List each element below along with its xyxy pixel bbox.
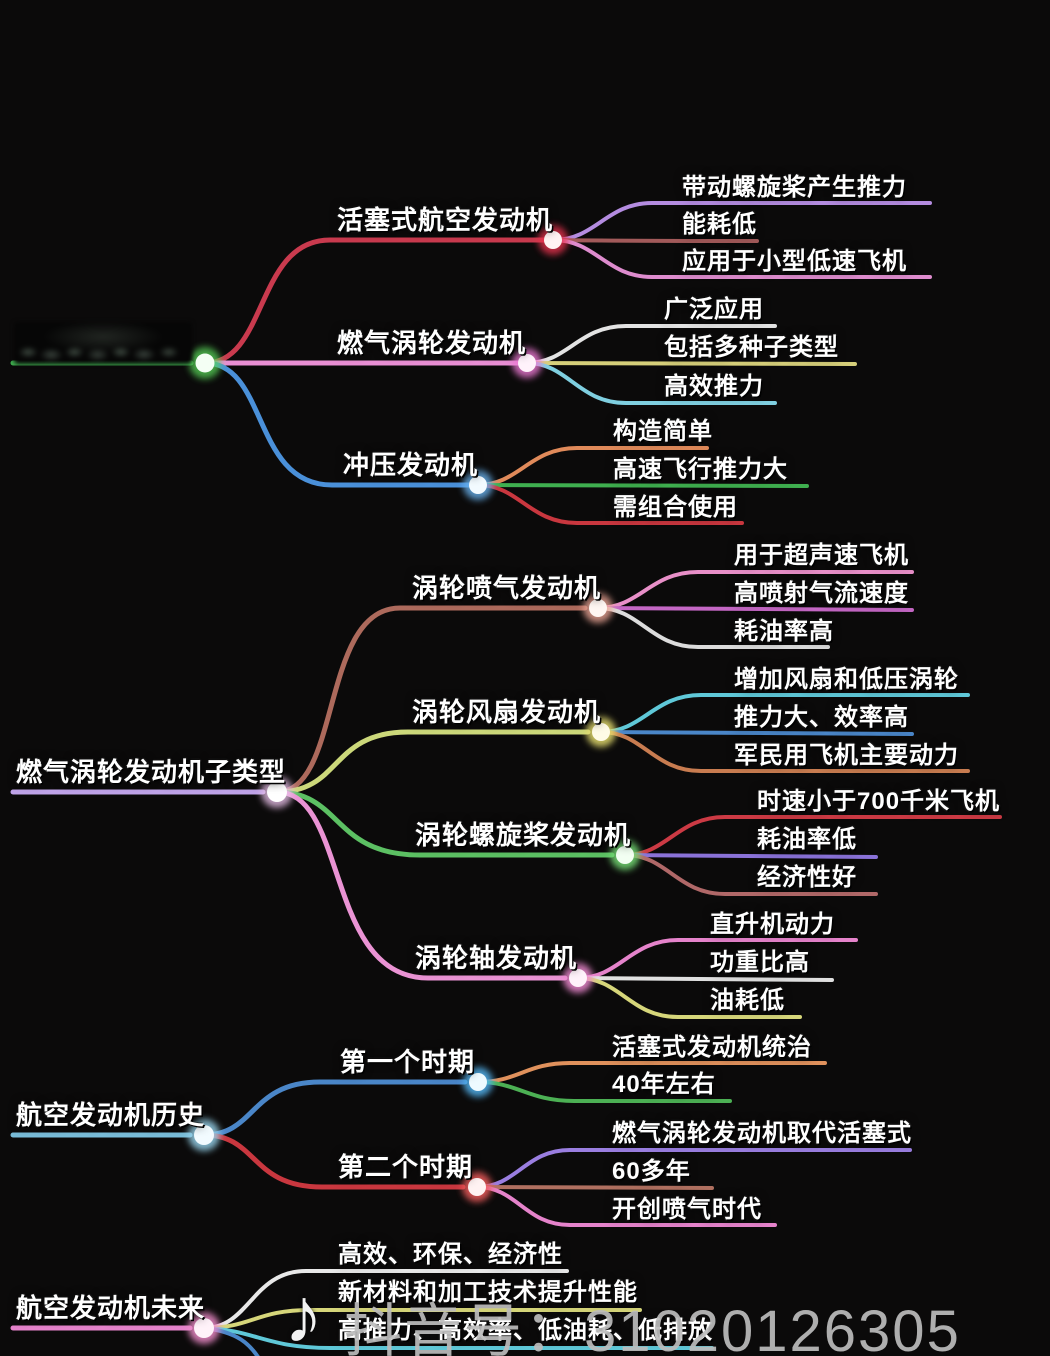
branch-label-turboprop: 涡轮螺旋桨发动机	[415, 820, 632, 850]
branch-label-turbojet: 涡轮喷气发动机	[412, 573, 602, 603]
leaf-label: 军民用飞机主要动力	[734, 742, 959, 769]
node-root1	[189, 347, 221, 379]
leaf-label: 带动螺旋桨产生推力	[682, 174, 907, 201]
leaf-label: 高推力、高效率、低油耗、低排放	[338, 1317, 713, 1344]
leaf-label: 高效、环保、经济性	[338, 1241, 563, 1268]
leaf-label: 60多年	[612, 1158, 691, 1185]
leaf-label: 高速飞行推力大	[613, 456, 788, 483]
node-turbojet	[583, 593, 613, 623]
leaf-label: 活塞式发动机统治	[612, 1034, 812, 1061]
edge-branch-period1	[201, 1079, 468, 1138]
leaf-label: 推力大、效率高	[734, 704, 909, 731]
root3-label: 航空发动机历史	[16, 1100, 206, 1130]
node-turboprop	[610, 840, 640, 870]
edge-leaf	[576, 976, 834, 982]
node-period2	[462, 1172, 492, 1202]
leaf-label: 油耗低	[710, 987, 785, 1014]
leaf-label: 包括多种子类型	[664, 334, 839, 361]
leaf-label: 耗油率高	[734, 618, 834, 645]
edge-leaf	[476, 483, 809, 488]
branch-label-gas-turbine: 燃气涡轮发动机	[337, 328, 527, 358]
watermark-text: 抖音号：31020126305	[344, 1299, 961, 1356]
leaf-label: 构造简单	[613, 418, 713, 445]
leaf-label: 高效推力	[664, 373, 764, 400]
branch-label-period2: 第二个时期	[338, 1152, 474, 1182]
branch-label-turboshaft: 涡轮轴发动机	[415, 943, 578, 973]
edge-leaf	[596, 606, 914, 612]
edge-branch-turboprop	[274, 789, 615, 858]
leaf-label: 燃气涡轮发动机取代活塞式	[612, 1120, 912, 1147]
edge-branch-turbofan	[274, 729, 591, 795]
branch-label-turbofan: 涡轮风扇发动机	[412, 697, 602, 727]
node-period1	[463, 1067, 493, 1097]
leaf-label: 时速小于700千米飞机	[757, 788, 1001, 815]
branch-label-ramjet: 冲压发动机	[343, 450, 479, 480]
node-turboshaft	[563, 963, 593, 993]
node-root3	[188, 1119, 220, 1151]
node-gas-turbine	[512, 348, 542, 378]
edge-leaf	[599, 730, 914, 736]
leaf-label: 40年左右	[612, 1071, 716, 1098]
leaf-label: 广泛应用	[664, 296, 764, 323]
leaf-label: 用于超声速飞机	[734, 542, 909, 569]
edge-leaf	[623, 853, 878, 859]
node-root4	[188, 1312, 220, 1344]
leaf-label: 增加风扇和低压涡轮	[734, 666, 959, 693]
edge-branch-ramjet	[202, 360, 473, 488]
node-ramjet	[463, 470, 493, 500]
leaf-label: 开创喷气时代	[612, 1196, 762, 1223]
edge-branch-period2	[201, 1132, 466, 1190]
branch-label-piston: 活塞式航空发动机	[337, 205, 554, 235]
leaf-label: 功重比高	[710, 949, 810, 976]
tiktok-note-icon: ♪	[284, 1271, 323, 1356]
root2-label: 燃气涡轮发动机子类型	[16, 757, 287, 787]
edge-leaf	[525, 361, 857, 366]
leaf-label: 耗油率低	[757, 826, 857, 853]
edge-branch-piston	[202, 237, 548, 366]
node-turbofan	[586, 717, 616, 747]
edge-branch-turboshaft	[274, 789, 568, 981]
mindmap-nodes	[188, 225, 640, 1344]
leaf-label: 应用于小型低速飞机	[682, 248, 907, 275]
root4-label: 航空发动机未来	[16, 1293, 206, 1323]
leaf-label: 直升机动力	[710, 911, 835, 938]
node-root2	[261, 776, 293, 808]
leaf-label: 新材料和加工技术提升性能	[338, 1279, 638, 1306]
node-piston	[538, 225, 568, 255]
leaf-label: 高喷射气流速度	[734, 580, 909, 607]
branch-label-period1: 第一个时期	[340, 1047, 476, 1077]
edge-leaf	[551, 238, 759, 243]
edge-branch-turbojet	[274, 605, 588, 795]
leaf-label: 需组合使用	[613, 494, 738, 521]
edge-leaf	[475, 1148, 912, 1189]
edge-leaf	[475, 1185, 714, 1190]
leaf-label: 能耗低	[682, 211, 757, 238]
root1-label-redacted	[14, 322, 192, 364]
leaf-label: 经济性好	[757, 864, 857, 891]
